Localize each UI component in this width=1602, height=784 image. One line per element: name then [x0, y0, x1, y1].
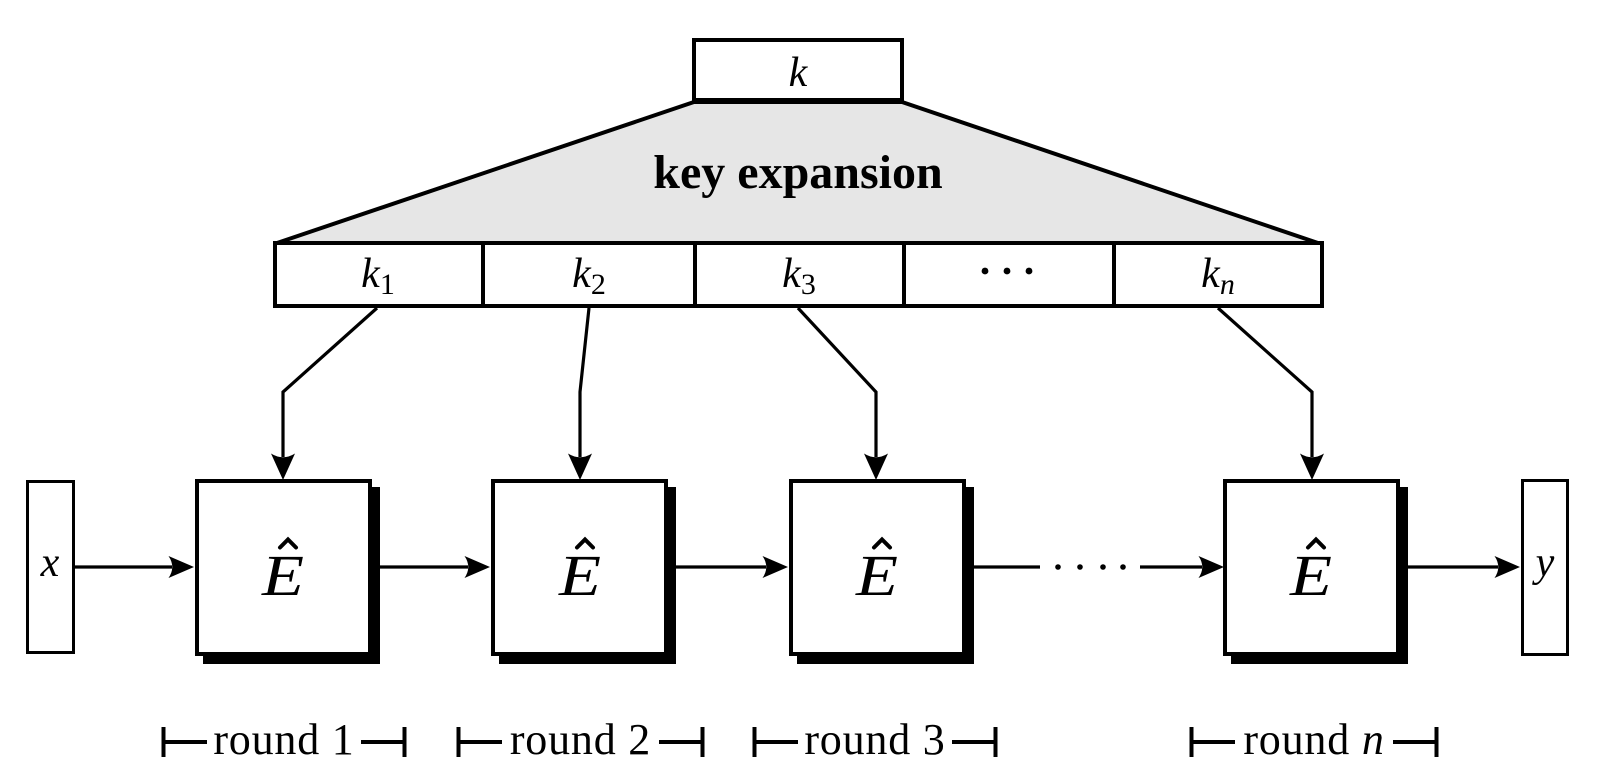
svg-text:E: E	[558, 543, 601, 608]
svg-text:k: k	[789, 50, 809, 96]
svg-text:y: y	[1532, 540, 1555, 586]
svg-text:round 2: round 2	[510, 715, 651, 764]
svg-text:round 1: round 1	[213, 715, 354, 764]
svg-text:key expansion: key expansion	[653, 146, 942, 199]
svg-text:k1: k1	[361, 251, 395, 301]
svg-text:round n: round n	[1243, 715, 1384, 764]
svg-text:x: x	[40, 540, 60, 586]
svg-text:E: E	[1289, 543, 1332, 608]
svg-text:round 3: round 3	[804, 715, 945, 764]
svg-text:E: E	[855, 543, 898, 608]
svg-text:E: E	[261, 543, 304, 608]
